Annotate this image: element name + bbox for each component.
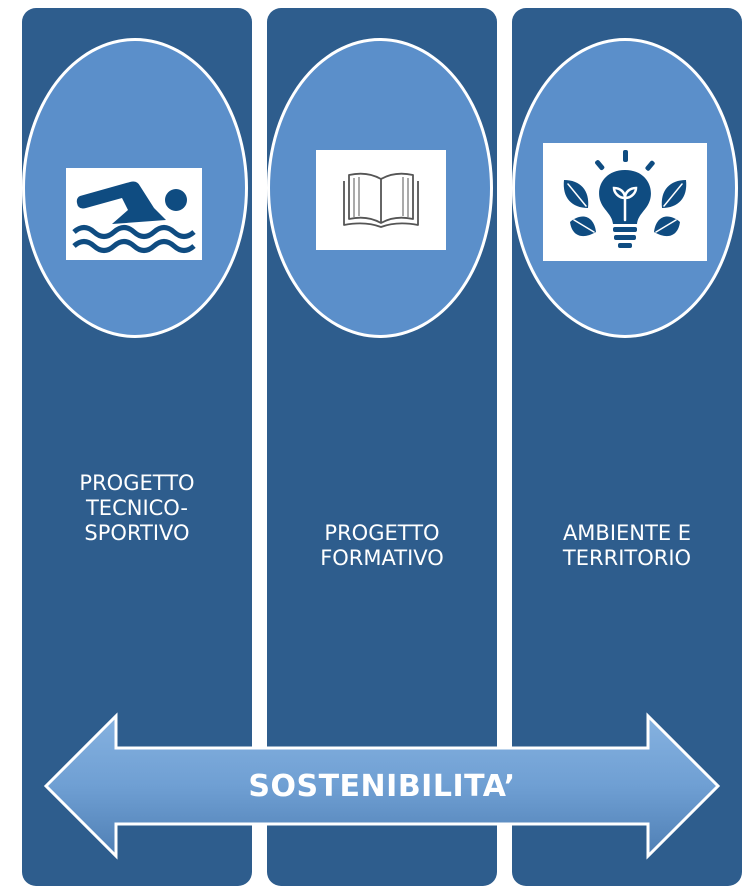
book-icon [316, 150, 446, 250]
pillar-label: AMBIENTE E TERRITORIO [562, 521, 692, 570]
swimmer-icon [66, 168, 202, 260]
pillar-label: PROGETTO FORMATIVO [320, 521, 444, 570]
double-arrow-icon [43, 712, 721, 860]
eco-lightbulb-icon [543, 143, 707, 261]
sostenibilita-arrow: SOSTENIBILITA’ [42, 712, 722, 860]
pillar-tecnico-sportivo: PROGETTO TECNICO- SPORTIVO [22, 8, 252, 886]
pillar-formativo: PROGETTO FORMATIVO [267, 8, 497, 886]
pillar-ambiente: AMBIENTE E TERRITORIO [512, 8, 742, 886]
arrow-label: SOSTENIBILITA’ [248, 769, 516, 804]
pillar-label: PROGETTO TECNICO- SPORTIVO [79, 471, 195, 545]
